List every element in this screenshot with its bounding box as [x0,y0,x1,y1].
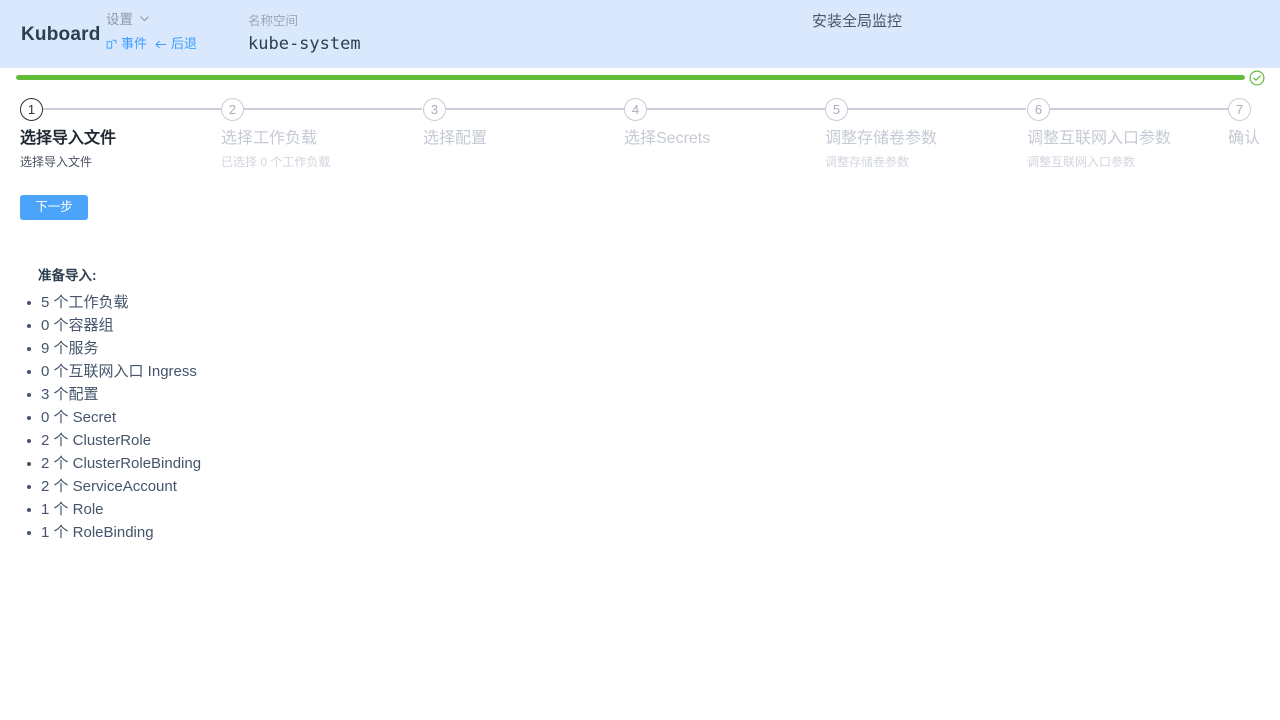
step-number-circle: 1 [20,97,43,121]
app-header: Kuboard 设置 事件 [0,0,1280,68]
summary-list-item: 5 个工作负载 [0,291,700,314]
events-link[interactable]: 事件 [106,36,147,52]
step-connector-line [446,108,624,110]
step-head: 7 [1228,96,1260,122]
step-title: 确认 [1228,130,1261,147]
step-number-circle: 2 [221,97,244,121]
step-description: 调整互联网入口参数 [1027,155,1136,169]
progress-bar [0,68,1280,92]
step-connector-line [647,108,825,110]
step-number-circle: 4 [624,97,647,121]
step-head: 2 [221,96,422,122]
brand-logo[interactable]: Kuboard [21,24,101,45]
step-head: 4 [624,96,825,122]
step-head: 1 [20,96,221,122]
step-connector-line [43,108,221,110]
external-window-icon [106,39,117,50]
step-title: 调整互联网入口参数 [1027,130,1172,147]
wizard-step-3[interactable]: 3 选择配置 [423,96,624,150]
header-links: 事件 后退 [106,36,197,52]
wizard-step-7[interactable]: 7 确认 [1228,96,1260,150]
step-head: 3 [423,96,624,122]
back-link[interactable]: 后退 [154,36,197,52]
step-connector-line [244,108,422,110]
namespace-label: 名称空间 [248,14,299,28]
summary-list-item: 0 个 Secret [0,406,700,429]
step-head: 5 [825,96,1026,122]
step-description: 已选择 0 个工作负载 [221,155,331,169]
events-link-label: 事件 [121,36,148,51]
summary-list-item: 0 个容器组 [0,314,700,337]
step-number-circle: 7 [1228,97,1251,121]
summary-heading: 准备导入: [38,268,97,283]
summary-list-item: 3 个配置 [0,383,700,406]
summary-list-item: 0 个互联网入口 Ingress [0,360,700,383]
back-link-label: 后退 [171,36,198,51]
step-title: 选择Secrets [624,130,711,147]
summary-list-item: 9 个服务 [0,337,700,360]
summary-list-item: 2 个 ClusterRole [0,429,700,452]
check-circle-icon [1249,70,1265,86]
step-head: 6 [1027,96,1228,122]
settings-menu: 设置 事件 [106,12,197,52]
step-connector-line [1050,108,1228,110]
page-title: 安装全局监控 [812,13,903,30]
step-title: 调整存储卷参数 [825,130,938,147]
summary-list-item: 1 个 Role [0,498,700,521]
step-number-circle: 5 [825,97,848,121]
progress-fill [16,75,1245,80]
namespace-value: kube-system [248,34,361,54]
step-title: 选择工作负载 [221,130,318,147]
wizard-step-2[interactable]: 2 选择工作负载已选择 0 个工作负载 [221,96,422,170]
arrow-left-icon [154,39,167,50]
wizard-step-4[interactable]: 4 选择Secrets [624,96,825,150]
summary-list-item: 2 个 ClusterRoleBinding [0,452,700,475]
chevron-down-icon [139,12,150,28]
summary-list-item: 2 个 ServiceAccount [0,475,700,498]
settings-label: 设置 [106,12,133,27]
step-number-circle: 6 [1027,97,1050,121]
step-description: 调整存储卷参数 [825,155,910,169]
step-title: 选择导入文件 [20,130,117,147]
step-title: 选择配置 [423,130,488,147]
progress-track [16,75,1245,80]
step-description: 选择导入文件 [20,155,93,169]
namespace-selector[interactable]: 名称空间 kube-system [248,14,361,54]
summary-list-item: 1 个 RoleBinding [0,521,700,544]
settings-dropdown[interactable]: 设置 [106,12,197,28]
step-number-circle: 3 [423,97,446,121]
next-step-button[interactable]: 下一步 [20,195,88,220]
step-connector-line [848,108,1026,110]
